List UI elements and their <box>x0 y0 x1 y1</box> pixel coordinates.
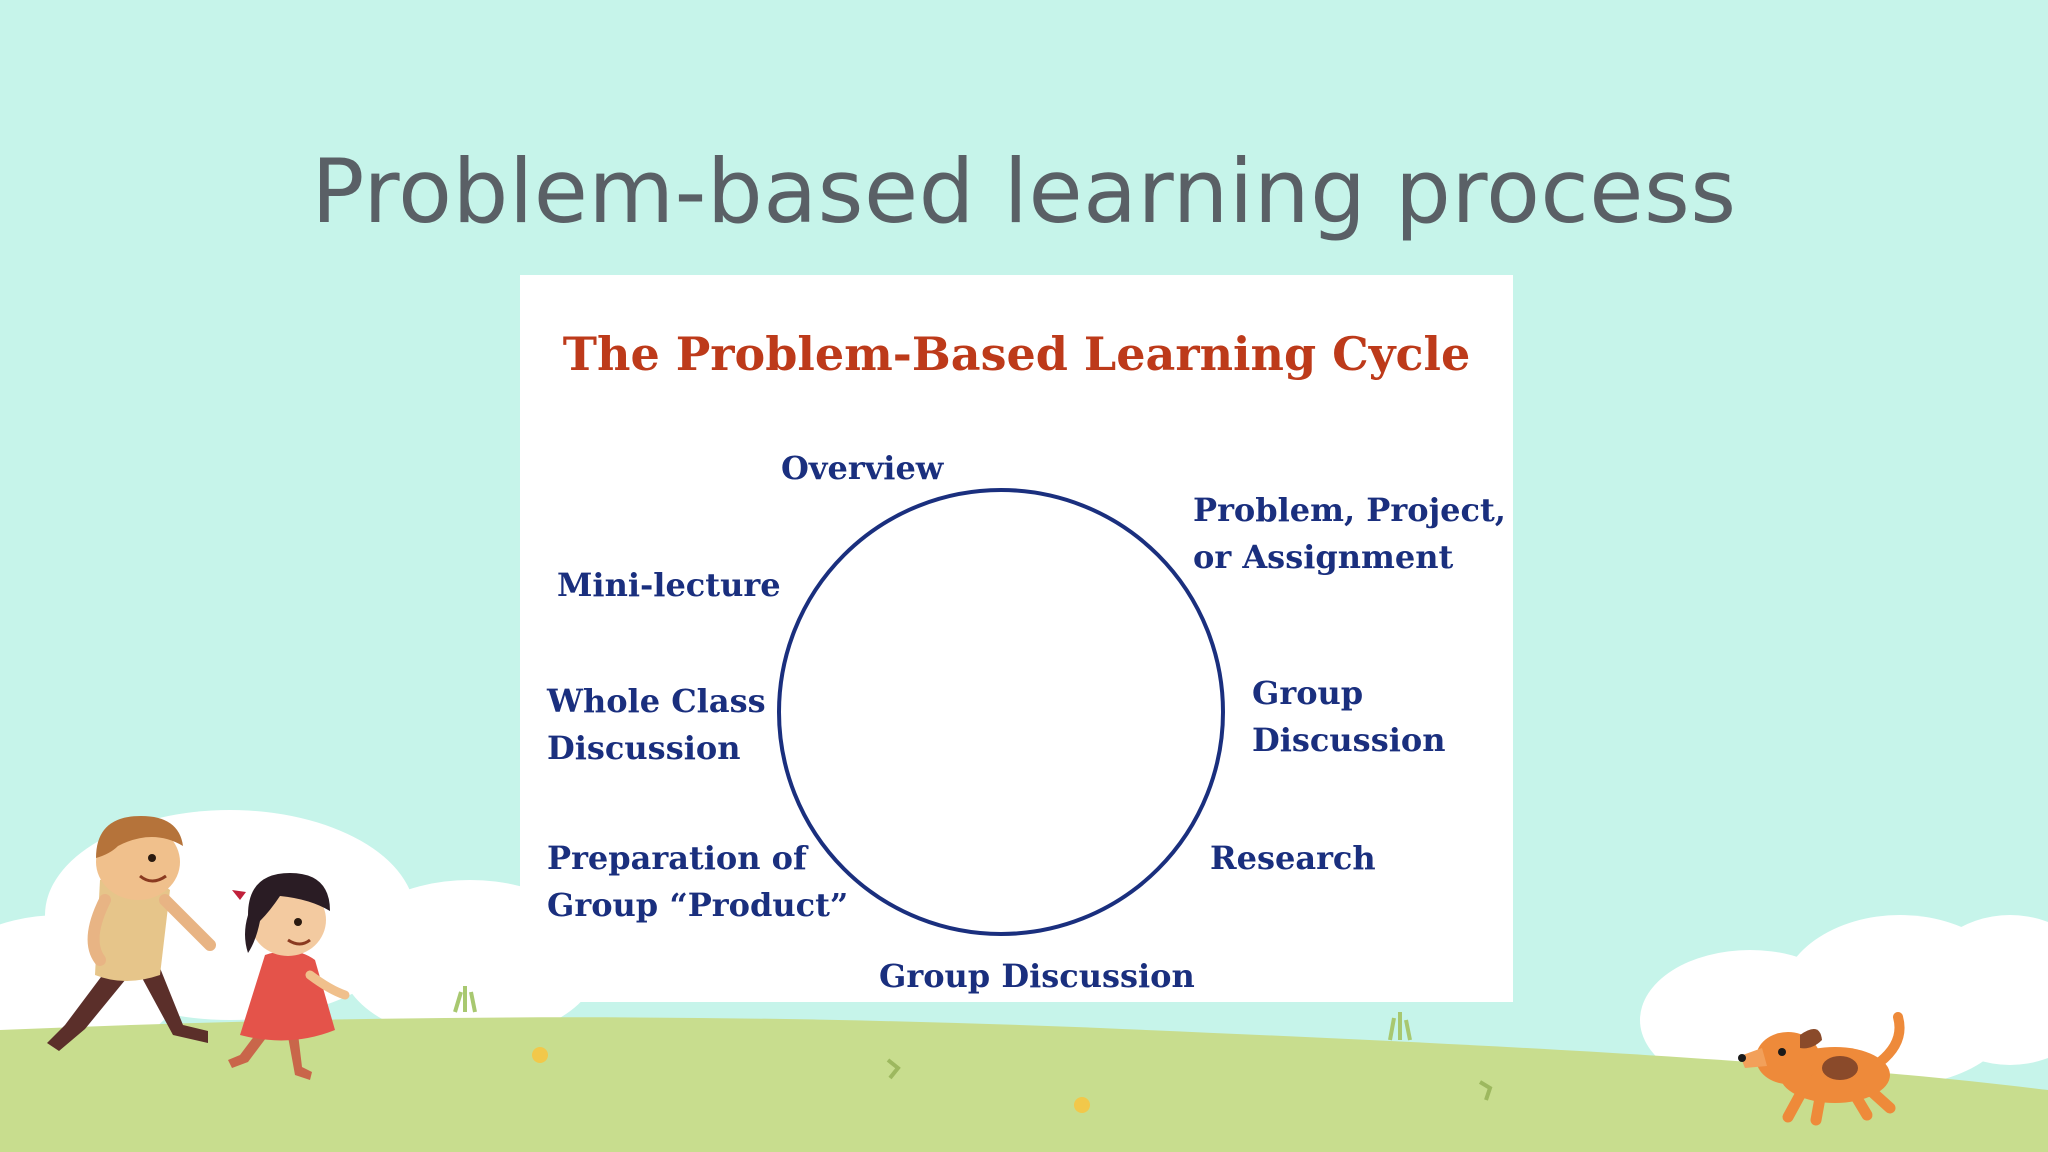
stage-mini-lecture: Mini-lecture <box>557 562 781 609</box>
cycle-title: The Problem-Based Learning Cycle <box>562 327 1471 381</box>
grass-hill-illustration <box>0 1017 2048 1152</box>
stage-research-line: Research <box>1210 839 1376 877</box>
cycle-ring <box>777 488 1225 936</box>
boy-illustration <box>47 816 216 1051</box>
stage-problem-line-2: or Assignment <box>1193 538 1454 576</box>
stage-preparation-group-product: Preparation of Group “Product” <box>547 835 848 929</box>
stage-research: Research <box>1210 835 1376 882</box>
stage-problem-line-1: Problem, Project, <box>1193 491 1506 529</box>
stage-group-discussion-right-line-1: Group <box>1252 674 1364 712</box>
girl-illustration <box>228 873 350 1080</box>
stage-group-discussion-right: Group Discussion <box>1252 670 1445 764</box>
stage-preparation-line-2: Group “Product” <box>547 886 849 924</box>
stage-group-discussion-right-line-2: Discussion <box>1252 721 1446 759</box>
flower-dots <box>532 1047 1493 1113</box>
stage-problem-project-assignment: Problem, Project, or Assignment <box>1193 487 1506 581</box>
stage-group-discussion-bottom-line: Group Discussion <box>879 957 1195 995</box>
stage-whole-class-line-1: Whole Class <box>547 682 766 720</box>
slide-title: Problem-based learning process <box>311 140 1737 243</box>
cycle-diagram-panel: The Problem-Based Learning Cycle Overvie… <box>520 275 1513 1002</box>
stage-group-discussion-bottom: Group Discussion <box>879 953 1195 1000</box>
stage-whole-class-line-2: Discussion <box>547 729 741 767</box>
stage-mini-lecture-line: Mini-lecture <box>557 566 781 604</box>
grass-tufts <box>453 986 1412 1041</box>
dog-illustration <box>1738 1012 1905 1126</box>
stage-overview-line: Overview <box>781 449 944 487</box>
stage-whole-class-discussion: Whole Class Discussion <box>547 678 766 772</box>
stage-overview: Overview <box>781 445 943 492</box>
stage-preparation-line-1: Preparation of <box>547 839 807 877</box>
